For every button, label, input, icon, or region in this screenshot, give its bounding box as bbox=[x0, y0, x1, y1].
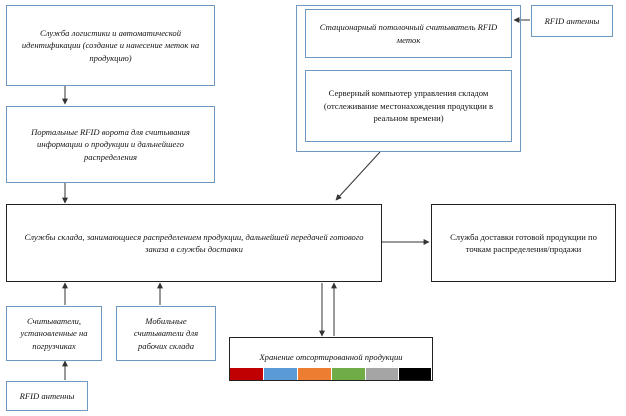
storage-color-swatch-6 bbox=[399, 368, 432, 380]
storage-color-swatch-2 bbox=[264, 368, 298, 380]
sorted-storage-box: Хранение отсортированной продукции bbox=[229, 337, 433, 381]
storage-color-swatch-1 bbox=[230, 368, 264, 380]
rfid-antennas-top-text: RFID антенны bbox=[544, 15, 600, 26]
mobile-readers-text: Мобильные считыватели для рабочих склада bbox=[133, 315, 199, 351]
logistics-service-box: Служба логистики и автоматической иденти… bbox=[6, 5, 215, 86]
portal-gates-text: Портальные RFID ворота для считывания ин… bbox=[31, 126, 190, 162]
portal-gates-box: Портальные RFID ворота для считывания ин… bbox=[6, 106, 215, 183]
forklift-readers-box: Считыватели, установленные на погрузчика… bbox=[6, 306, 102, 361]
forklift-readers-text: Считыватели, установленные на погрузчика… bbox=[20, 315, 88, 351]
sorted-storage-text: Хранение отсортированной продукции bbox=[259, 352, 403, 362]
storage-color-swatch-3 bbox=[298, 368, 332, 380]
delivery-service-text: Служба доставки готовой продукции по точ… bbox=[450, 231, 597, 254]
storage-color-swatch-5 bbox=[366, 368, 399, 380]
ceiling-reader-box: Стационарный потолочный считыватель RFID… bbox=[305, 9, 512, 58]
server-group-frame bbox=[296, 5, 521, 152]
delivery-service-box: Служба доставки готовой продукции по точ… bbox=[431, 204, 616, 282]
ceiling-reader-text: Стационарный потолочный считыватель RFID… bbox=[319, 22, 498, 45]
warehouse-services-text: Службы склада, занимающиеся распределени… bbox=[24, 231, 364, 254]
rfid-antennas-bottom-box: RFID антенны bbox=[6, 381, 88, 411]
warehouse-services-box: Службы склада, занимающиеся распределени… bbox=[6, 204, 382, 282]
rfid-antennas-top-box: RFID антенны bbox=[531, 5, 613, 37]
mobile-readers-box: Мобильные считыватели для рабочих склада bbox=[116, 306, 216, 361]
logistics-service-text: Служба логистики и автоматической иденти… bbox=[21, 27, 200, 63]
arrow-server-to-warehouse bbox=[335, 151, 381, 201]
rfid-antennas-bottom-text: RFID антенны bbox=[19, 390, 75, 401]
server-computer-box: Серверный компьютер управления складом (… bbox=[305, 70, 512, 142]
server-computer-text: Серверный компьютер управления складом (… bbox=[323, 88, 494, 124]
storage-color-swatch-4 bbox=[332, 368, 366, 380]
